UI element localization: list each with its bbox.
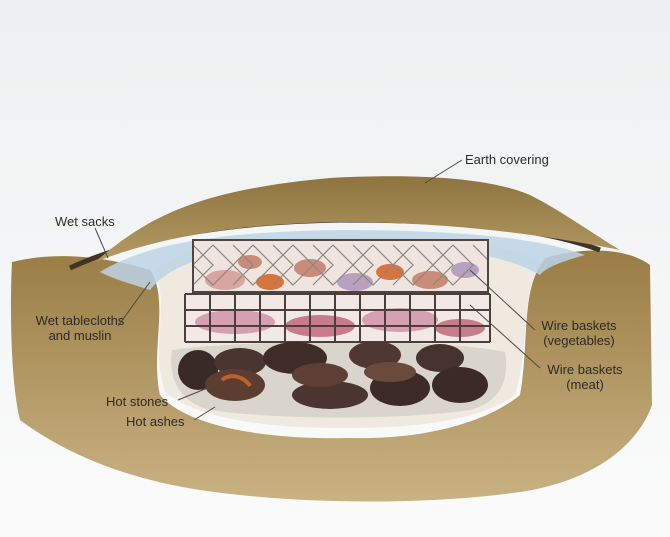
label-hot-ashes: Hot ashes (126, 414, 185, 429)
label-earth-covering: Earth covering (465, 152, 549, 167)
label-wire-baskets-meat-line2: (meat) (535, 377, 635, 392)
label-wire-baskets-meat: Wire baskets (meat) (535, 362, 635, 392)
label-wire-baskets-vegetables-line1: Wire baskets (528, 318, 630, 333)
label-wet-tablecloths: Wet tablecloths and muslin (26, 313, 134, 343)
label-wire-baskets-vegetables: Wire baskets (vegetables) (528, 318, 630, 348)
label-wet-tablecloths-line2: and muslin (26, 328, 134, 343)
label-wire-baskets-meat-line1: Wire baskets (535, 362, 635, 377)
label-wet-tablecloths-line1: Wet tablecloths (26, 313, 134, 328)
meat-basket (185, 294, 490, 342)
label-wire-baskets-vegetables-line2: (vegetables) (528, 333, 630, 348)
label-wet-sacks: Wet sacks (55, 214, 115, 229)
label-hot-stones: Hot stones (106, 394, 168, 409)
vegetable-basket (193, 240, 488, 292)
